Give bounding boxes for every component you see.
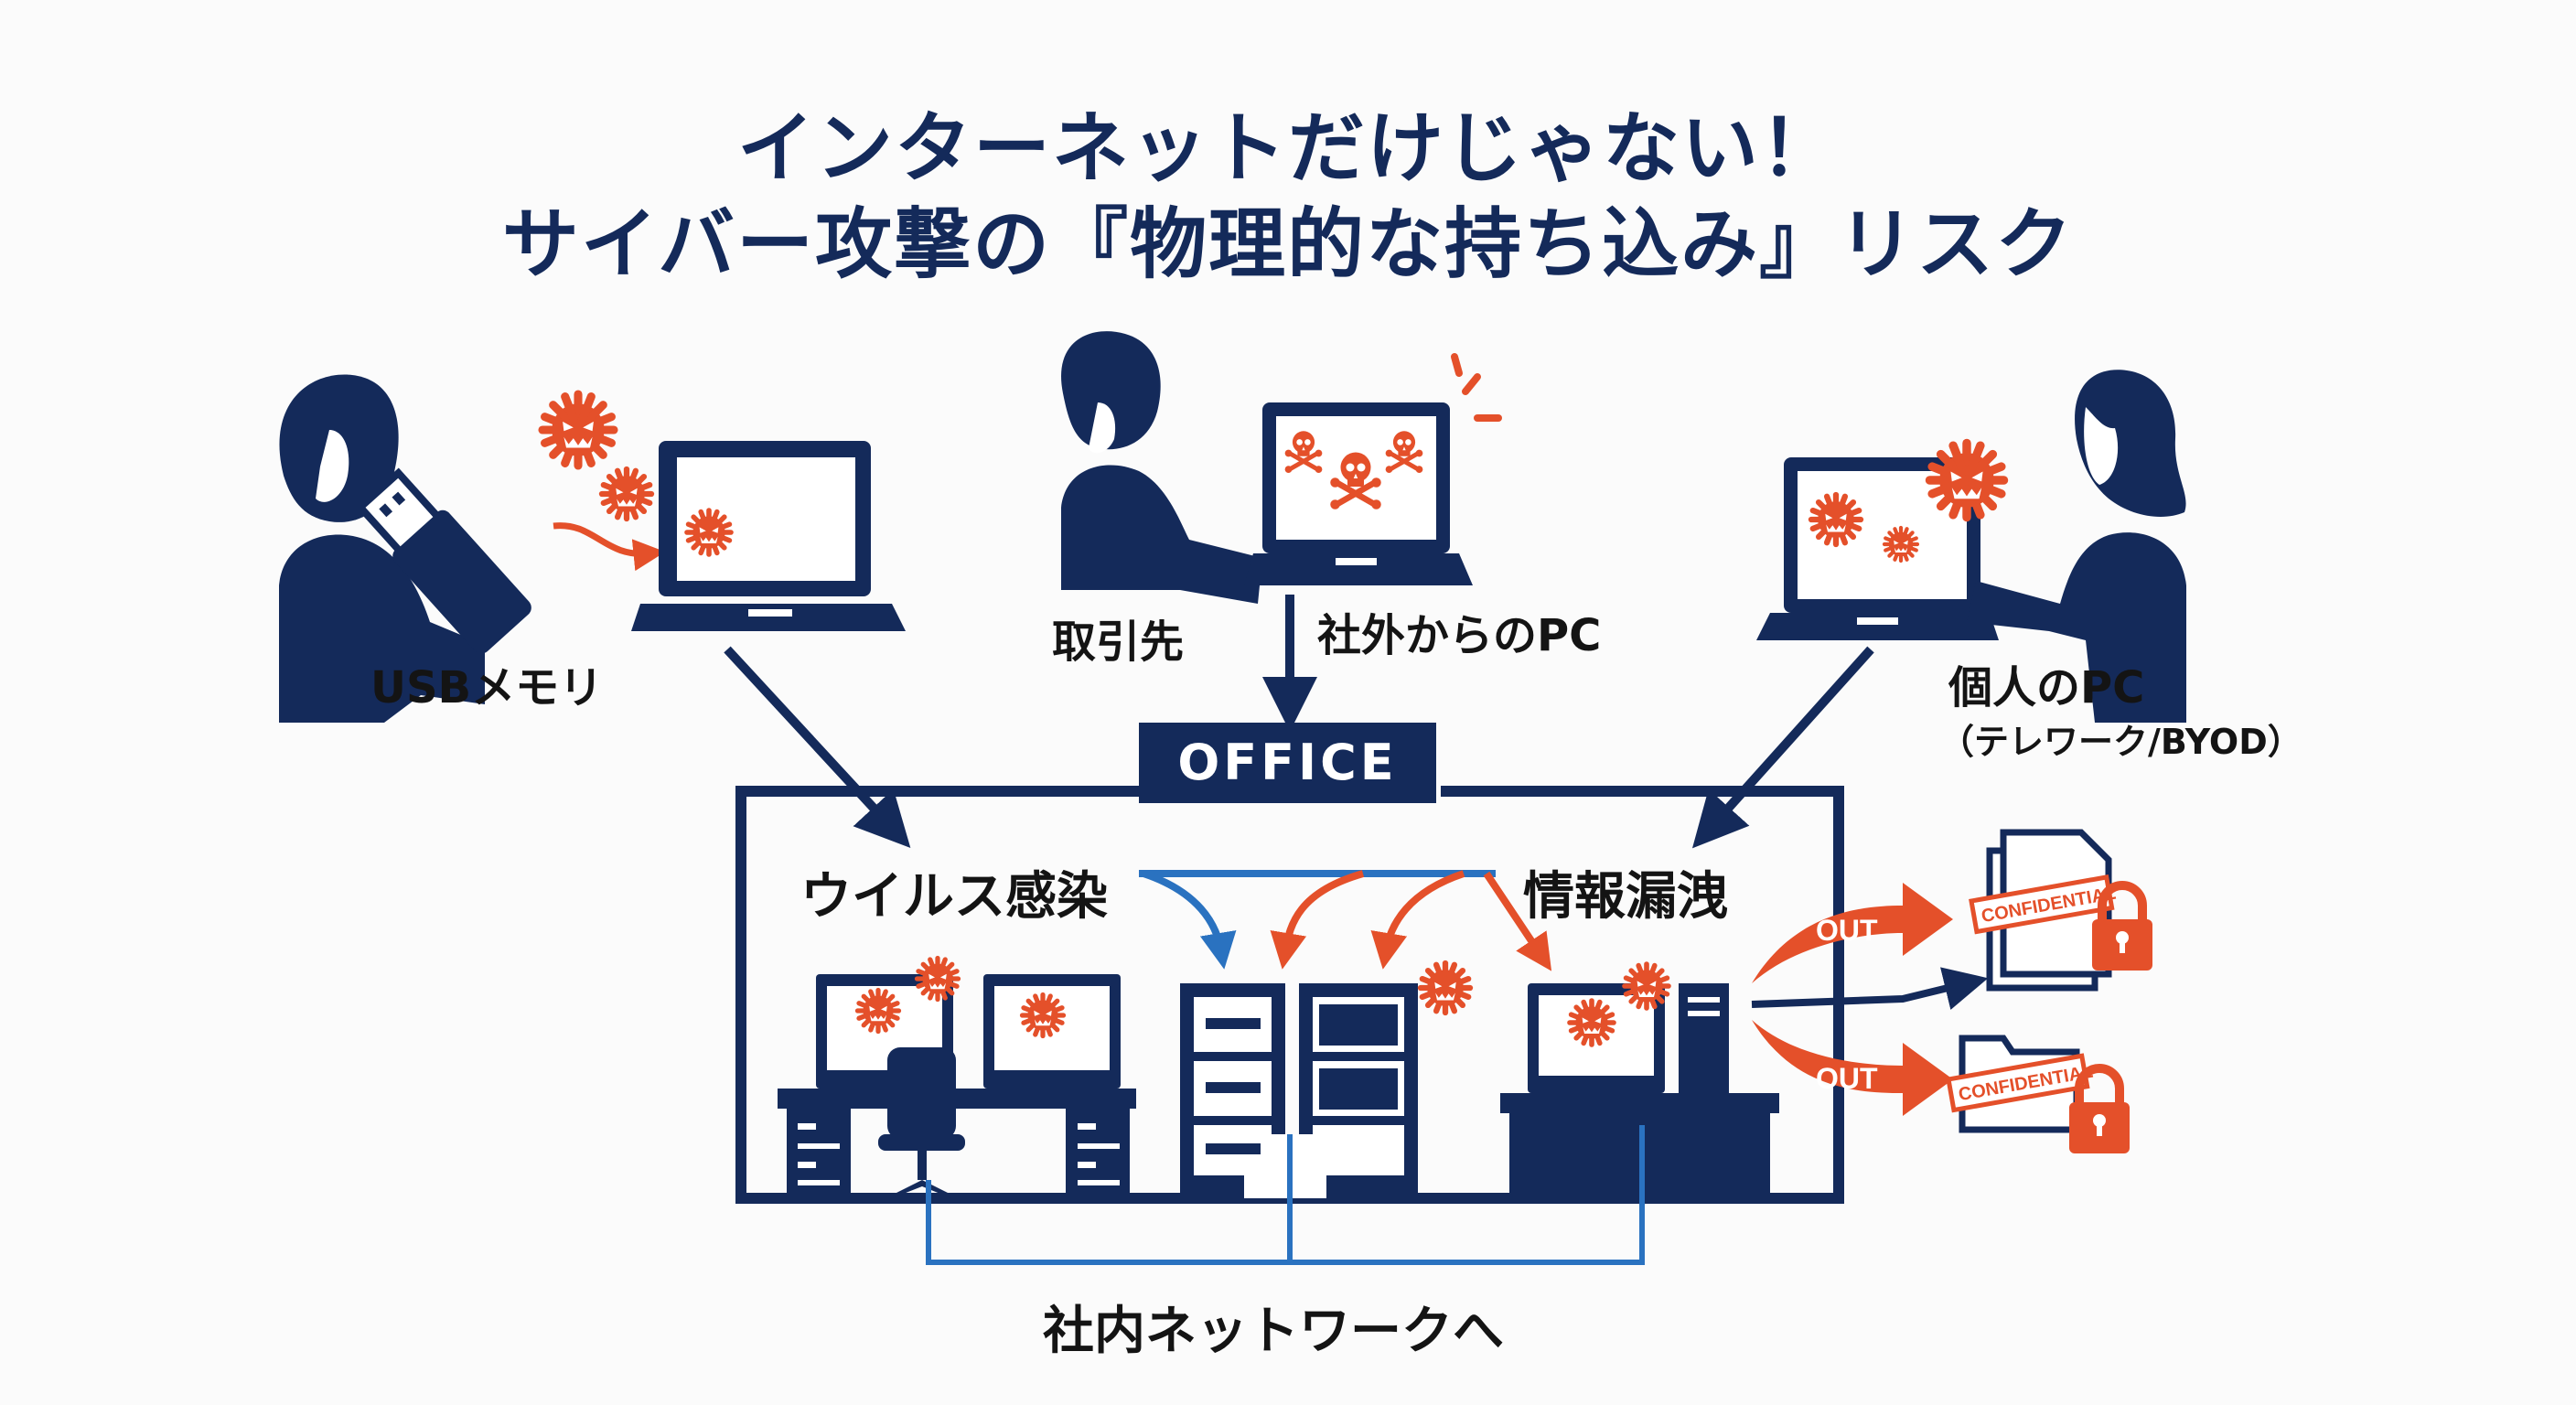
source-sublabel-personal: （テレワーク/BYOD） xyxy=(1939,722,2302,762)
server-rack-icon xyxy=(1180,983,1418,1198)
virus-icon xyxy=(542,394,614,466)
arrow-usb-to-office xyxy=(724,646,911,849)
network-lines xyxy=(926,1125,1645,1265)
title-line-1: インターネットだけじゃない！ xyxy=(736,103,1839,193)
virus-icon xyxy=(1625,964,1669,1008)
lock-icon xyxy=(2092,881,2152,971)
leak-arrow-middle xyxy=(1751,967,1989,1010)
source-label-personal: 個人のPC xyxy=(1948,662,2145,713)
virus-icon xyxy=(602,469,651,519)
confidential-stamp: CONFIDENTIAL xyxy=(1946,1053,2095,1113)
red-leak-arrow xyxy=(1483,871,1552,971)
personal-person-icon xyxy=(1967,370,2186,723)
virus-infection-heading: ウイルス感染 xyxy=(800,867,1108,927)
virus-icon xyxy=(1811,495,1861,544)
usb-person-icon xyxy=(279,374,485,723)
title-line-2: サイバー攻撃の『物理的な持ち込み』リスク xyxy=(501,199,2075,289)
out-label-top: OUT xyxy=(1816,914,1878,947)
info-leak-heading: 情報漏洩 xyxy=(1523,867,1728,927)
usb-stick-icon xyxy=(355,467,531,654)
out-arrow-top xyxy=(1752,883,1953,983)
out-label-bottom: OUT xyxy=(1816,1062,1878,1095)
virus-icon xyxy=(687,510,731,554)
virus-icon xyxy=(1023,995,1064,1036)
source-label-partner: 取引先 xyxy=(1052,617,1185,668)
arrow-personal-to-office xyxy=(1691,646,1874,849)
lock-icon xyxy=(2069,1064,2130,1153)
workstation-left xyxy=(778,974,1136,1198)
alert-burst-icon xyxy=(1451,353,1502,422)
virus-icon xyxy=(858,991,899,1032)
partner-person-icon xyxy=(1061,331,1262,604)
laptop-icon xyxy=(631,441,906,631)
virus-icon xyxy=(1930,444,2004,518)
virus-icon xyxy=(1421,963,1470,1013)
red-infect-arrow xyxy=(1270,870,1365,970)
blue-infect-arrow xyxy=(1142,870,1237,970)
out-arrow-bottom xyxy=(1752,1020,1953,1116)
personal-laptop-icon xyxy=(1756,457,1999,640)
network-label: 社内ネットワークへ xyxy=(1043,1302,1504,1361)
virus-icon xyxy=(1570,1001,1614,1045)
source-sublabel-partner: 社外からのPC xyxy=(1317,610,1602,661)
virus-icon xyxy=(918,959,959,1000)
source-label-usb: USBメモリ xyxy=(370,662,604,713)
office-tag: OFFICE xyxy=(1139,723,1436,803)
virus-icon xyxy=(1884,528,1917,561)
red-infect-arrow xyxy=(1370,870,1465,970)
infect-arrow xyxy=(553,522,666,572)
